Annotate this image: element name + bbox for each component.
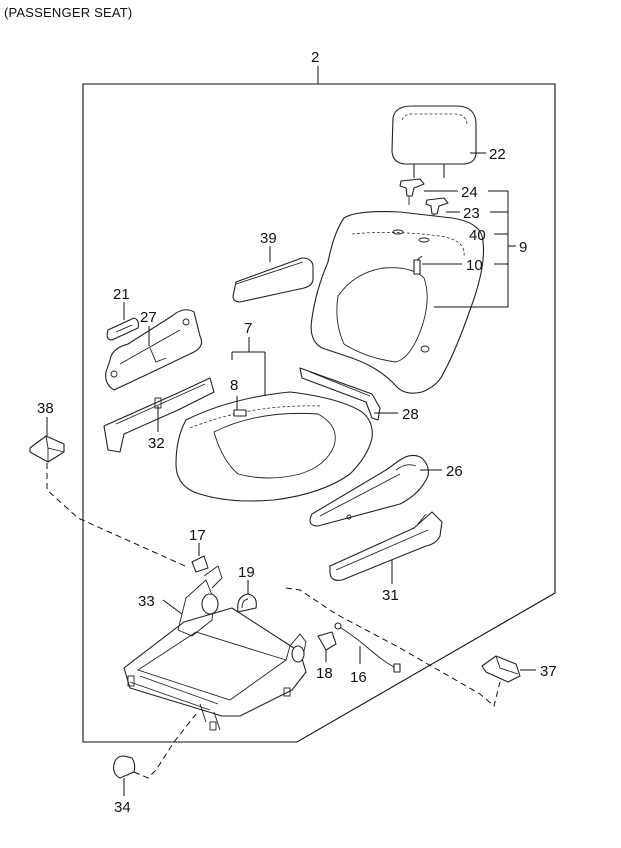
seat-frame-33 bbox=[123, 565, 307, 731]
clip-18 bbox=[317, 631, 337, 651]
callout-33: 33 bbox=[138, 593, 155, 610]
callout-7: 7 bbox=[244, 320, 252, 337]
hook-8 bbox=[233, 409, 247, 417]
phantom-line-37 bbox=[285, 587, 501, 707]
callout-22: 22 bbox=[489, 146, 506, 163]
lever-10 bbox=[413, 255, 423, 275]
callout-24: 24 bbox=[461, 184, 478, 201]
phantom-line-34 bbox=[133, 713, 197, 779]
callout-23: 23 bbox=[463, 205, 480, 222]
armrest-39 bbox=[232, 257, 314, 303]
phantom-line-38 bbox=[46, 463, 186, 567]
rail-28 bbox=[299, 367, 381, 421]
bracket-7 bbox=[231, 337, 266, 396]
side-cover-31 bbox=[329, 511, 443, 581]
callout-38: 38 bbox=[37, 400, 54, 417]
callout-28: 28 bbox=[402, 406, 419, 423]
callout-37: 37 bbox=[540, 663, 557, 680]
callout-17: 17 bbox=[189, 527, 206, 544]
callout-39: 39 bbox=[260, 230, 277, 247]
headrest bbox=[391, 105, 477, 178]
callout-19: 19 bbox=[238, 564, 255, 581]
callout-8: 8 bbox=[230, 377, 238, 394]
cover-38 bbox=[29, 435, 65, 463]
leader-33 bbox=[162, 599, 183, 615]
callout-34: 34 bbox=[114, 799, 131, 816]
callout-10: 10 bbox=[466, 257, 483, 274]
bushing-19 bbox=[237, 593, 257, 613]
callout-32: 32 bbox=[148, 435, 165, 452]
callout-18: 18 bbox=[316, 665, 333, 682]
callout-2: 2 bbox=[311, 49, 319, 66]
callout-21: 21 bbox=[113, 286, 130, 303]
knob-21 bbox=[106, 317, 140, 341]
callout-31: 31 bbox=[382, 587, 399, 604]
cable-16 bbox=[334, 622, 401, 673]
assembly-frame bbox=[82, 83, 556, 743]
side-cover-26 bbox=[309, 454, 429, 527]
callout-27: 27 bbox=[140, 309, 157, 326]
seat-cushion bbox=[175, 391, 373, 502]
cover-37 bbox=[481, 655, 521, 683]
callout-40: 40 bbox=[469, 227, 486, 244]
headrest-guide-24 bbox=[399, 178, 425, 205]
side-shield-27 bbox=[105, 309, 203, 391]
seat-back bbox=[310, 211, 485, 394]
diagram-title: (PASSENGER SEAT) bbox=[4, 5, 133, 20]
clip-17 bbox=[191, 555, 209, 573]
bracket-9 bbox=[434, 190, 516, 308]
callout-9: 9 bbox=[519, 239, 527, 256]
side-cover-32 bbox=[103, 377, 215, 453]
cap-34 bbox=[113, 755, 136, 779]
callout-26: 26 bbox=[446, 463, 463, 480]
callout-16: 16 bbox=[350, 669, 367, 686]
